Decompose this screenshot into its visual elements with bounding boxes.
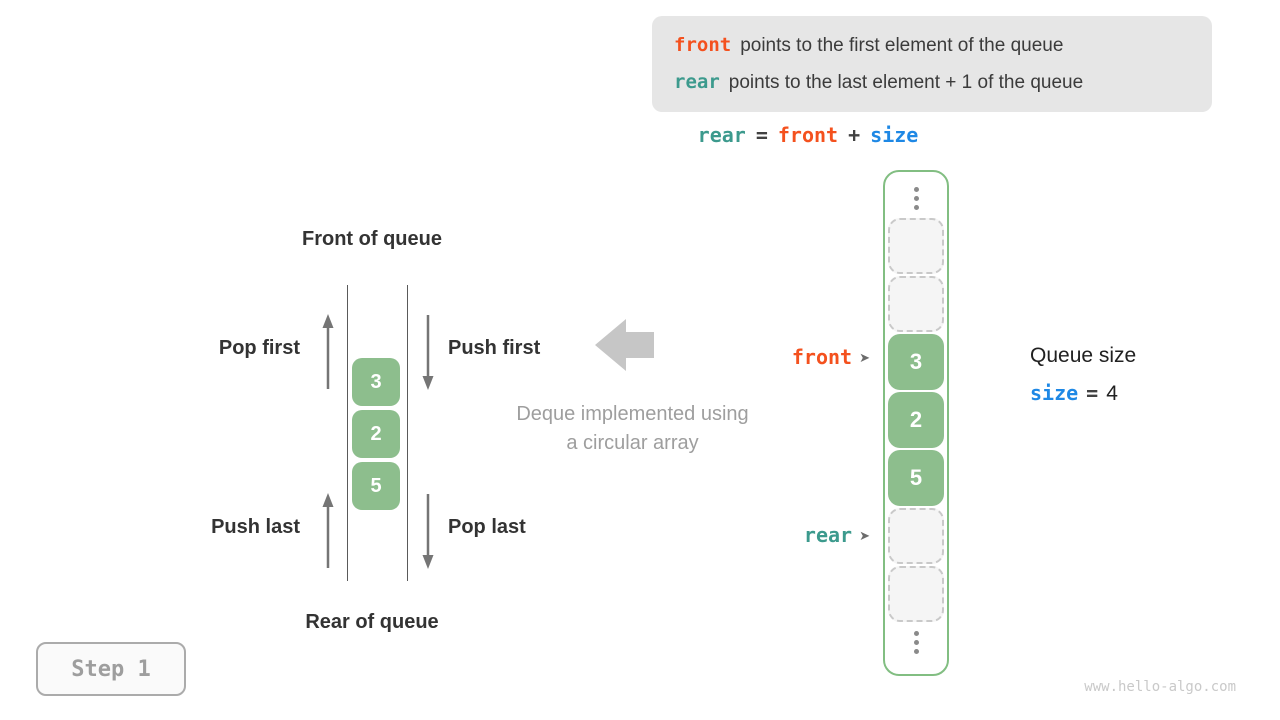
- array-cell-empty: [888, 276, 944, 332]
- step-badge: Step 1: [36, 642, 186, 696]
- legend-line-front: front points to the first element of the …: [674, 27, 1212, 64]
- array-cell-empty: [888, 566, 944, 622]
- push-last-label: Push last: [211, 516, 300, 538]
- watermark: www.hello-algo.com: [1084, 679, 1236, 695]
- array-cell-value: 2: [888, 392, 944, 448]
- size-keyword: size: [1030, 381, 1079, 405]
- ellipsis-icon: [913, 184, 919, 212]
- queue-wall-left: [347, 285, 348, 581]
- legend-box: front points to the first element of the …: [652, 16, 1212, 112]
- pointer-arrow-icon: ➤: [859, 351, 870, 366]
- front-pointer: front ➤: [730, 343, 870, 373]
- queue-size-title: Queue size: [1030, 344, 1137, 367]
- queue-size-equation: size = 4: [1030, 381, 1118, 406]
- queue-wall-right: [407, 285, 408, 581]
- legend-front-text: points to the first element of the queue: [740, 35, 1064, 56]
- size-equals: =: [1086, 381, 1099, 405]
- deque-element: 5: [352, 462, 400, 510]
- front-of-queue-label: Front of queue: [302, 228, 442, 250]
- rear-keyword: rear: [674, 71, 720, 93]
- caption-line1: Deque implemented using: [516, 403, 749, 425]
- push-first-label: Push first: [448, 337, 541, 359]
- legend-rear-text: points to the last element + 1 of the qu…: [728, 72, 1084, 93]
- equation-plus: +: [848, 123, 861, 147]
- arrow-down-icon: [422, 315, 434, 390]
- legend-line-rear: rear points to the last element + 1 of th…: [674, 64, 1212, 101]
- arrow-down-icon: [422, 494, 434, 569]
- equation-size: size: [870, 123, 919, 147]
- array-cell-empty: [888, 218, 944, 274]
- rear-of-queue-label: Rear of queue: [305, 611, 439, 633]
- front-pointer-label: front: [791, 345, 853, 369]
- deque-elements: 3 2 5: [352, 358, 400, 510]
- pointer-arrow-icon: ➤: [859, 529, 870, 544]
- pointer-equation: rear = front + size: [652, 122, 964, 148]
- center-caption: Deque implemented using a circular array: [470, 400, 795, 458]
- caption-line2: a circular array: [566, 432, 699, 454]
- big-left-arrow-icon: [595, 319, 654, 371]
- array-cell-value: 5: [888, 450, 944, 506]
- pop-last-label: Pop last: [448, 516, 526, 538]
- circular-array: 3 2 5: [883, 170, 949, 676]
- arrow-up-icon: [322, 493, 334, 568]
- deque-element: 3: [352, 358, 400, 406]
- arrow-up-icon: [322, 314, 334, 389]
- equation-equals: =: [755, 123, 768, 147]
- deque-element: 2: [352, 410, 400, 458]
- array-cell-empty: [888, 508, 944, 564]
- front-keyword: front: [674, 34, 732, 56]
- pop-first-label: Pop first: [218, 337, 300, 359]
- rear-pointer-label: rear: [803, 523, 853, 547]
- equation-rear: rear: [697, 123, 746, 147]
- size-value: 4: [1106, 382, 1118, 405]
- array-cell-value: 3: [888, 334, 944, 390]
- ellipsis-icon: [913, 628, 919, 656]
- rear-pointer: rear ➤: [730, 521, 870, 551]
- equation-front: front: [777, 123, 839, 147]
